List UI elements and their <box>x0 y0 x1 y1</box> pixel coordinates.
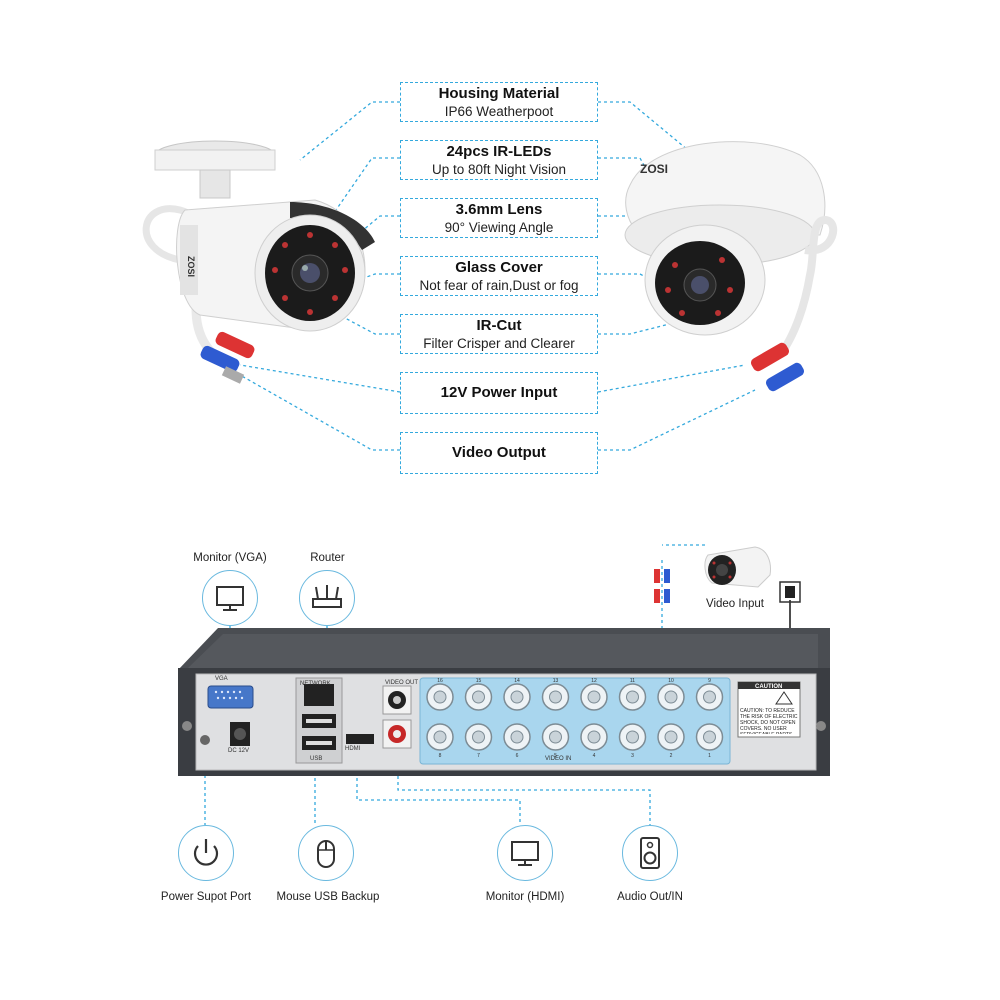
feature-title: Housing Material <box>438 84 560 102</box>
bnc-port: 9 <box>695 678 724 711</box>
power-port-label: Power Supot Port <box>160 891 252 903</box>
brand-logo: ZOSI <box>186 256 196 277</box>
bnc-port: 13 <box>541 678 570 711</box>
bnc-port: 10 <box>657 678 685 711</box>
feature-subtitle: Filter Crisper and Clearer <box>423 335 575 351</box>
feature-subtitle: Up to 80ft Night Vision <box>431 161 567 177</box>
caution-text: CAUTION: TO REDUCE THE RISK OF ELECTRIC … <box>740 708 798 734</box>
bnc-channel-label: 7 <box>477 753 480 759</box>
feature-power-input: 12V Power Input <box>400 372 598 414</box>
bnc-port: 5 <box>541 723 570 759</box>
speaker-icon <box>622 825 678 881</box>
bnc-channel-label: 12 <box>591 678 597 684</box>
bnc-channel-label: 1 <box>708 753 711 759</box>
bullet-camera: ZOSI <box>142 140 375 364</box>
feature-subtitle: Not fear of rain,Dust or fog <box>419 277 579 293</box>
video-out-label: VIDEO OUT <box>385 680 419 686</box>
feature-title: Video Output <box>452 444 546 461</box>
bnc-port: 6 <box>503 723 531 759</box>
feature-housing: Housing Material IP66 Weatherpoot <box>400 82 598 122</box>
bnc-channel-label: 10 <box>668 678 674 684</box>
bnc-port: 7 <box>464 723 493 759</box>
monitor-vga-label: Monitor (VGA) <box>193 552 267 564</box>
bnc-port: 3 <box>618 723 647 759</box>
video-input-label: Video Input <box>706 598 764 610</box>
small-connectors-icon <box>654 569 670 603</box>
bnc-channel-label: 3 <box>631 753 634 759</box>
bnc-channel-label: 14 <box>514 678 520 684</box>
bnc-channel-label: 5 <box>554 753 557 759</box>
router-icon <box>299 570 355 626</box>
bnc-port: 15 <box>464 678 493 711</box>
bnc-port: 16 <box>426 678 454 711</box>
feature-ir-cut: IR-Cut Filter Crisper and Clearer <box>400 314 598 354</box>
feature-title: IR-Cut <box>476 316 522 334</box>
power-icon <box>178 825 234 881</box>
bnc-port: 12 <box>580 678 608 711</box>
bnc-port: 11 <box>618 678 647 711</box>
bnc-port: 8 <box>426 723 454 759</box>
left-connectors <box>200 331 255 384</box>
feature-title: 12V Power Input <box>440 384 558 401</box>
feature-lens: 3.6mm Lens 90° Viewing Angle <box>400 198 598 238</box>
dome-camera: ZOSI <box>624 141 838 392</box>
hdmi-port-label: HDMI <box>345 746 361 752</box>
usb-port-label: USB <box>310 756 323 762</box>
bnc-channel-label: 16 <box>437 678 443 684</box>
audio-label: Audio Out/IN <box>617 891 683 903</box>
vga-port-label: VGA <box>215 676 228 682</box>
bnc-port: 14 <box>503 678 531 711</box>
bnc-port: 1 <box>695 723 724 759</box>
monitor-vga-icon <box>202 570 258 626</box>
bnc-port: 2 <box>657 723 685 759</box>
bnc-channel-label: 15 <box>476 678 482 684</box>
network-port-label: NETWORK <box>300 681 331 687</box>
video-in-label: VIDEO IN <box>545 756 572 762</box>
bnc-channel-label: 13 <box>553 678 559 684</box>
feature-glass-cover: Glass Cover Not fear of rain,Dust or fog <box>400 256 598 296</box>
bnc-channel-label: 9 <box>708 678 711 684</box>
small-camera-icon <box>704 546 771 588</box>
caution-title: CAUTION <box>755 684 783 690</box>
bnc-channel-label: 11 <box>630 678 635 684</box>
dc-port-label: DC 12V <box>228 748 250 754</box>
brand-logo-dome: ZOSI <box>640 162 668 176</box>
bnc-port: 4 <box>580 723 608 759</box>
bnc-channel-label: 4 <box>593 753 596 759</box>
bnc-channel-label: 6 <box>516 753 519 759</box>
bnc-channel-label: 2 <box>670 753 673 759</box>
monitor-hdmi-label: Monitor (HDMI) <box>485 891 565 903</box>
feature-subtitle: 90° Viewing Angle <box>444 219 554 235</box>
feature-ir-leds: 24pcs IR-LEDs Up to 80ft Night Vision <box>400 140 598 180</box>
feature-title: 24pcs IR-LEDs <box>446 142 552 160</box>
router-label: Router <box>310 552 345 564</box>
feature-video-output: Video Output <box>400 432 598 474</box>
mouse-icon <box>298 825 354 881</box>
feature-title: Glass Cover <box>455 258 543 276</box>
monitor-hdmi-icon <box>497 825 553 881</box>
feature-subtitle: IP66 Weatherpoot <box>444 103 554 119</box>
power-adapter-icon <box>779 581 801 603</box>
mouse-usb-label: Mouse USB Backup <box>276 891 380 903</box>
feature-title: 3.6mm Lens <box>455 200 543 218</box>
bnc-channel-label: 8 <box>439 753 442 759</box>
